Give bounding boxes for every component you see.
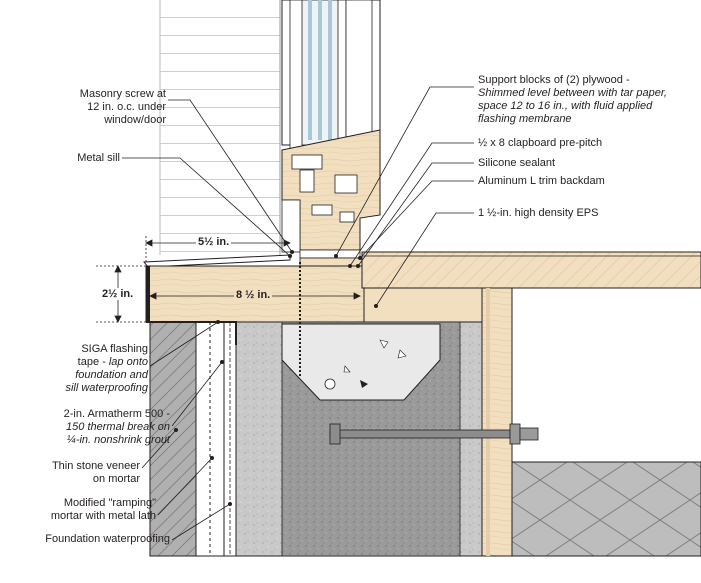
window-frame [281,0,381,253]
label-metal-sill: Metal sill [77,152,120,164]
label-silicone: Silicone sealant [478,157,556,169]
eps-block [363,287,483,325]
label-ramping-mortar: Modified "ramping" mortar with metal lat… [50,497,156,522]
label-eps: 1 ½-in. high density EPS [478,207,599,219]
label-siga-tape: SIGA flashing tape - lap onto foundation… [65,343,148,394]
label-support-blocks: Support blocks of (2) plywood - Shimmed … [478,74,667,125]
label-stone-veneer: Thin stone veneer on mortar [51,460,140,485]
dim-sill-overhang: 5½ in. [196,236,232,248]
anchor-bolt [329,423,539,445]
label-aluminum-trim: Aluminum L trim backdam [478,175,605,187]
label-foundation-waterproofing: Foundation waterproofing [45,533,170,545]
leader-lines [122,86,474,541]
bond-beam [281,323,441,401]
siga-flashing-tape [146,321,237,345]
support-blocks [299,249,365,267]
dim-sill-width: 8 ½ in. [234,289,273,301]
label-clapboard: ½ x 8 clapboard pre-pitch [478,137,603,149]
metal-sill [142,254,291,268]
label-masonry-screw: Masonry screw at 12 in. o.c. under windo… [79,88,166,126]
armatherm-thermal-break [195,321,237,557]
label-armatherm: 2-in. Armatherm 500 - 150 thermal break … [63,408,170,446]
clapboard-siding [160,0,280,255]
dim-sill-height: 2½ in. [100,288,136,300]
subfloor [361,251,701,289]
rebar [324,378,336,390]
insulation-batt [511,461,701,557]
